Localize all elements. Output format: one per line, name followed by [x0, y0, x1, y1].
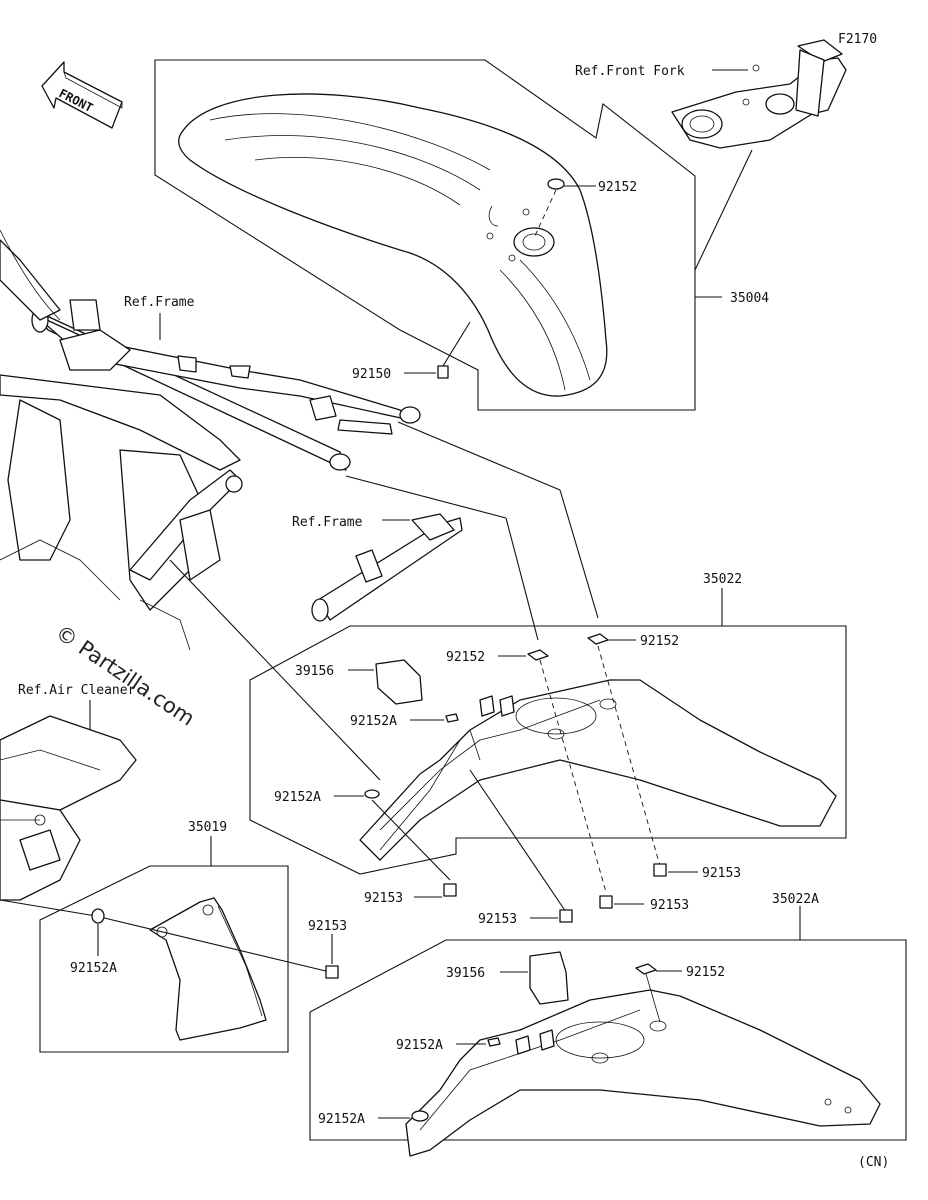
- assembly-35022A: 35022A: [772, 892, 819, 907]
- callout-92152A-rf-b: 92152A: [274, 790, 321, 805]
- bolt-92153-b: [599, 895, 613, 909]
- front-direction-arrow: FRONT: [41, 61, 123, 129]
- frame: [0, 229, 421, 651]
- callout-92153-a: 92153: [702, 866, 741, 881]
- region-code: (CN): [858, 1155, 889, 1170]
- callout-39156-cn: 39156: [446, 966, 485, 981]
- callout-92152A-cn-a: 92152A: [396, 1038, 443, 1053]
- partzilla-watermark: © Partzilla.com: [51, 620, 199, 731]
- callout-92153-c: 92153: [364, 891, 403, 906]
- callout-92152-rf-a: 92152: [446, 650, 485, 665]
- washer-92152A-cn-a: [487, 1037, 501, 1047]
- bolt-92150: [437, 321, 471, 379]
- air-cleaner: [0, 715, 137, 901]
- ref-front-fork-label: Ref.Front Fork: [575, 64, 685, 79]
- callout-92150: 92150: [352, 367, 391, 382]
- callout-92152A-flap: 92152A: [70, 961, 117, 976]
- ref-air-cleaner-label: Ref.Air Cleaner: [18, 683, 136, 698]
- flap-group-outline: [39, 865, 289, 1053]
- washer-92152A-flap: [91, 908, 105, 924]
- assembly-35019: 35019: [188, 820, 227, 835]
- rear-fender: [359, 679, 837, 861]
- ref-frame-lower-label: Ref.Frame: [292, 515, 363, 530]
- bolt-92153-a: [653, 863, 667, 877]
- rear-frame-bracket: [311, 513, 463, 622]
- ref-frame-upper-label: Ref.Frame: [124, 295, 195, 310]
- assembly-35022: 35022: [703, 572, 742, 587]
- front-fork-bracket: [671, 39, 847, 149]
- reflector-39156-cn: [529, 951, 569, 1005]
- washer-92152-front: [547, 178, 565, 190]
- assembly-35004: 35004: [730, 291, 769, 306]
- callout-92152A-rf-a: 92152A: [350, 714, 397, 729]
- washer-92152A-cn-b: [411, 1110, 429, 1122]
- callout-92152-rf-b: 92152: [640, 634, 679, 649]
- rear-fender-group-outline: [249, 625, 847, 875]
- front-fender: [178, 93, 608, 397]
- washer-92152-rf-b: [587, 633, 609, 645]
- mud-flap: [149, 897, 267, 1041]
- bolt-92153-d: [559, 909, 573, 923]
- callout-92152A-cn-b: 92152A: [318, 1112, 365, 1127]
- callout-92153-d: 92153: [478, 912, 517, 927]
- callout-92152-front: 92152: [598, 180, 637, 195]
- rear-fender-cn: [405, 989, 881, 1157]
- washer-92152-rf-a: [527, 649, 549, 661]
- rear-fender-cn-group-outline: [309, 939, 907, 1141]
- figure-code: F2170: [838, 32, 877, 47]
- front-fender-group-outline: [154, 59, 696, 411]
- reflector-39156: [375, 659, 423, 705]
- bolt-92153-flap: [325, 965, 339, 979]
- callout-92153-flap: 92153: [308, 919, 347, 934]
- callout-92153-b: 92153: [650, 898, 689, 913]
- callout-92152-cn: 92152: [686, 965, 725, 980]
- washer-92152-cn: [635, 963, 657, 975]
- washer-92152A-rf-a: [445, 713, 459, 723]
- callout-39156-rf: 39156: [295, 664, 334, 679]
- bolt-92153-c: [443, 883, 457, 897]
- washer-92152A-rf-b: [364, 789, 380, 799]
